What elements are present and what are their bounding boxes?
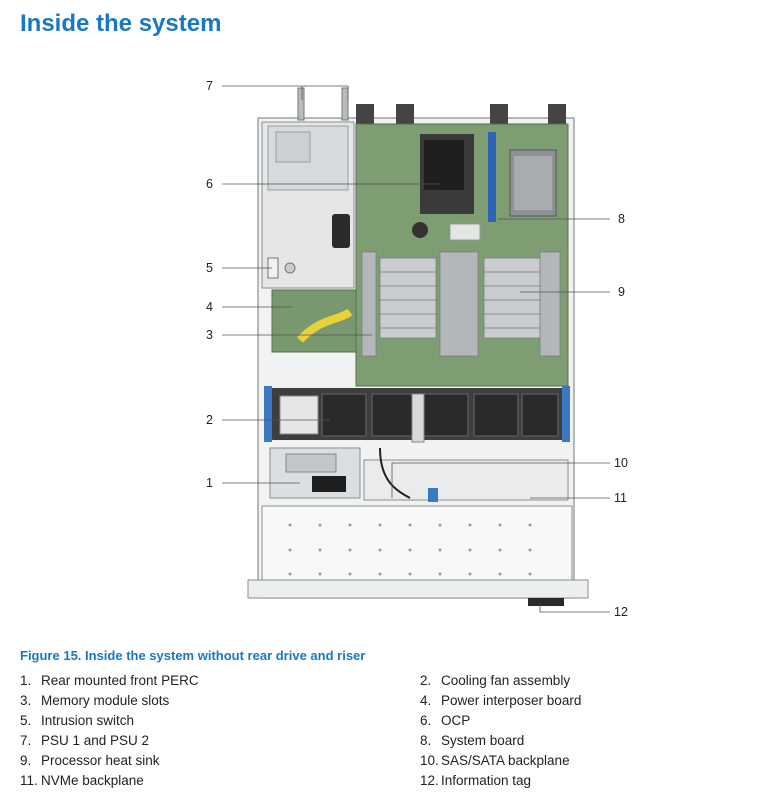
- callout-5: 5: [206, 261, 213, 275]
- callout-6: 6: [206, 177, 213, 191]
- legend-item-9: 9.Processor heat sink: [20, 753, 160, 768]
- callout-9: 9: [618, 285, 625, 299]
- legend-item-3: 3.Memory module slots: [20, 693, 170, 708]
- information-tag: [528, 598, 564, 606]
- legend-item-4: 4.Power interposer board: [420, 693, 582, 708]
- figure-caption: Figure 15. Inside the system without rea…: [20, 648, 366, 663]
- callout-10: 10: [614, 456, 628, 470]
- memory-module-slots: [361, 251, 561, 357]
- sas-sata-backplane: [363, 459, 569, 501]
- legend-item-12: 12.Information tag: [420, 773, 532, 788]
- callout-8: 8: [618, 212, 625, 226]
- front-drive-bay: [261, 505, 573, 585]
- legend-item-8: 8.System board: [420, 733, 525, 748]
- legend-item-5: 5.Intrusion switch: [20, 713, 135, 728]
- page-title: Inside the system: [20, 10, 222, 37]
- callout-1: 1: [206, 476, 213, 490]
- legend-item-2: 2.Cooling fan assembly: [420, 673, 571, 688]
- callout-2: 2: [206, 413, 213, 427]
- legend-item-10: 10.SAS/SATA backplane: [420, 753, 570, 768]
- callout-3: 3: [206, 328, 213, 342]
- legend-item-11: 11.NVMe backplane: [20, 773, 144, 788]
- callout-11: 11: [614, 491, 627, 505]
- callout-4: 4: [206, 300, 213, 314]
- legend-item-7: 7.PSU 1 and PSU 2: [20, 733, 150, 748]
- callout-12: 12: [614, 605, 628, 619]
- legend-item-6: 6.OCP: [420, 713, 471, 728]
- callout-7: 7: [206, 79, 213, 93]
- server-interior-illustration: 7 6 5 4 3 2 1 8 9 10 11 12: [206, 79, 628, 619]
- power-interposer-board: [271, 289, 357, 353]
- processor-heat-sinks: [379, 257, 541, 339]
- legend-item-1: 1.Rear mounted front PERC: [20, 673, 199, 688]
- callout-leader-lines: [222, 85, 610, 613]
- callout-legend: 1.Rear mounted front PERC 2.Cooling fan …: [20, 672, 740, 789]
